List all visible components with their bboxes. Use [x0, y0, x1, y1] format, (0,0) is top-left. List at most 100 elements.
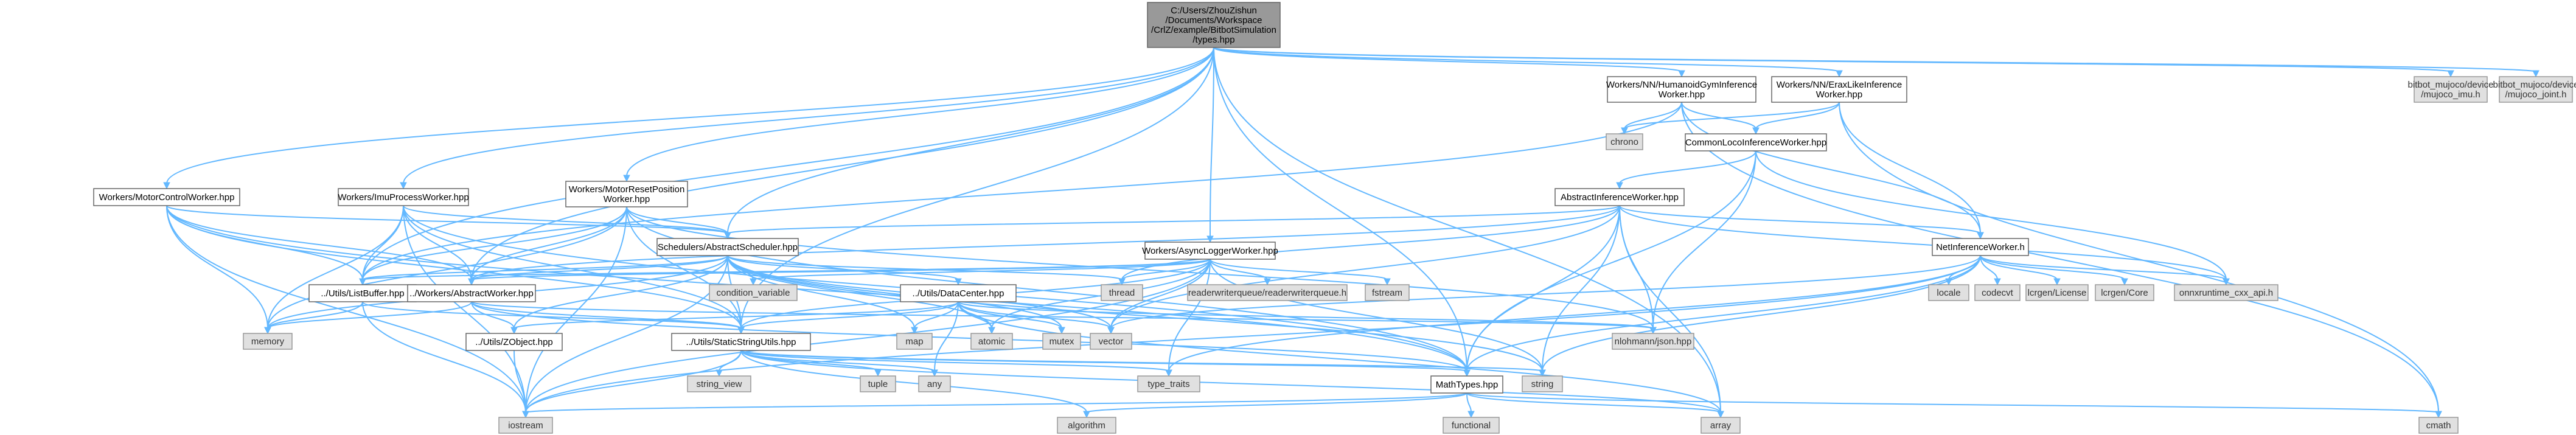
node-label-codecvt-0: codecvt: [1982, 288, 2014, 298]
node-label-math-types-0: MathTypes.hpp: [1436, 380, 1499, 390]
edge-nn_inference-to-string: [1542, 255, 1981, 372]
arrowhead-common_loco-to-abstract_inference: [1616, 182, 1623, 190]
node-label-async-logger-0: Workers/AsyncLoggerWorker.hpp: [1142, 246, 1278, 256]
arrowhead-types_hpp-to-imu_process: [400, 182, 407, 190]
node-lcrgen-core: lcrgen/Core: [2095, 284, 2154, 301]
arrowhead-types_hpp-to-motor_control: [163, 182, 170, 190]
edge-common_loco-to-nlohmann: [1652, 150, 1756, 329]
arrowhead-data_center-to-nlohmann: [1649, 327, 1657, 335]
node-box-imu-process: [338, 188, 469, 206]
arrowhead-data_center-to-map: [911, 327, 918, 335]
node-common-loco[interactable]: CommonLocoInferenceWorker.hpp: [1685, 133, 1827, 151]
edge-motor_control-to-iostream: [166, 205, 526, 413]
edge-data_center-to-vector: [958, 301, 1112, 329]
edge-erax_like-to-chrono: [1624, 102, 1840, 130]
edge-common_loco-to-onnxruntime: [1755, 150, 2227, 280]
node-label-mujoco-imu-1: /mujoco_imu.h: [2421, 89, 2480, 100]
node-label-static-string-0: ../Utils/StaticStringUtils.hpp: [686, 337, 796, 347]
edge-abstract_worker-to-static_string: [471, 301, 742, 329]
node-label-condition-variable-0: condition_variable: [717, 288, 790, 298]
node-static-string[interactable]: ../Utils/StaticStringUtils.hpp: [671, 333, 811, 351]
node-math-types[interactable]: MathTypes.hpp: [1430, 375, 1503, 394]
node-box-string: [1522, 375, 1563, 392]
edge-abstract_inference-to-array: [1619, 205, 1721, 413]
edge-abstract_scheduler-to-list_buffer: [362, 255, 728, 280]
node-box-chrono: [1606, 133, 1643, 150]
arrowhead-abstract_inference-to-abstract_scheduler: [724, 232, 731, 240]
arrowhead-static_string-to-string_view: [715, 369, 723, 377]
edge-erax_like-to-common_loco: [1755, 102, 1840, 130]
node-box-common-loco: [1685, 133, 1827, 151]
node-abstract-worker[interactable]: ../Workers/AbstractWorker.hpp: [407, 284, 536, 302]
edge-nn_inference-to-onnxruntime: [1980, 255, 2227, 280]
node-label-types-hpp-0: C:/Users/ZhouZishun: [1171, 5, 1257, 16]
node-box-readerwriterqueue: [1187, 284, 1348, 301]
edge-motor_reset-to-abstract_worker: [471, 206, 627, 280]
node-data-center[interactable]: ../Utils/DataCenter.hpp: [900, 284, 1017, 302]
edge-humanoid_gym-to-list_buffer: [362, 102, 1682, 280]
arrowhead-types_hpp-to-humanoid_gym: [1678, 70, 1685, 78]
edge-types_hpp-to-humanoid_gym: [1213, 47, 1682, 72]
arrowhead-nn_inference-to-lcrgen_license: [2053, 278, 2061, 286]
node-label-abstract-scheduler-0: Schedulers/AbstractScheduler.hpp: [658, 242, 798, 252]
edge-list_buffer-to-memory: [267, 301, 363, 329]
edge-imu_process-to-abstract_worker: [403, 205, 472, 280]
node-box-tuple: [860, 375, 896, 392]
nodes-layer: C:/Users/ZhouZishun/Documents/Workspace /…: [93, 2, 2576, 434]
node-label-cmath-0: cmath: [2426, 420, 2451, 431]
node-list-buffer[interactable]: ../Utils/ListBuffer.hpp: [308, 284, 417, 302]
node-box-erax-like: [1771, 76, 1907, 103]
node-label-string-view-0: string_view: [696, 379, 742, 389]
node-label-nn-inference-0: NetInferenceWorker.h: [1936, 242, 2025, 252]
node-label-types-hpp-1: /Documents/Workspace: [1166, 15, 1262, 26]
node-motor-control[interactable]: Workers/MotorControlWorker.hpp: [93, 188, 240, 206]
node-box-humanoid-gym: [1607, 76, 1756, 103]
arrowhead-erax_like-to-chrono: [1621, 127, 1628, 135]
node-label-any-0: any: [927, 379, 942, 389]
node-tuple: tuple: [860, 375, 896, 392]
edge-types_hpp-to-motor_reset: [626, 47, 1214, 177]
node-types-hpp[interactable]: C:/Users/ZhouZishun/Documents/Workspace/…: [1147, 2, 1281, 48]
node-imu-process[interactable]: Workers/ImuProcessWorker.hpp: [338, 188, 469, 206]
node-box-mujoco-joint: [2499, 76, 2573, 103]
arrowhead-types_hpp-to-motor_reset: [623, 175, 630, 183]
node-box-vector: [1090, 333, 1132, 350]
edge-data_center-to-array: [958, 301, 1721, 413]
node-lcrgen-license: lcrgen/License: [2025, 284, 2089, 301]
arrowhead-nn_inference-to-codecvt: [1994, 278, 2001, 286]
edge-abstract_inference-to-thread: [1121, 205, 1620, 280]
node-humanoid-gym[interactable]: Workers/NN/HumanoidGymInferenceWorker.hp…: [1606, 76, 1757, 103]
edge-abstract_inference-to-vector: [1110, 205, 1620, 329]
edge-common_loco-to-abstract_inference: [1619, 150, 1756, 184]
node-label-onnxruntime-0: onnxruntime_cxx_api.h: [2179, 288, 2273, 298]
node-type-traits: type_traits: [1137, 375, 1200, 392]
node-condition-variable: condition_variable: [709, 284, 798, 301]
node-zobject[interactable]: ../Utils/ZObject.hpp: [465, 333, 563, 351]
node-label-array-0: array: [1710, 420, 1732, 431]
node-mujoco-joint: bitbot_mujoco/device/mujoco_joint.h: [2493, 76, 2576, 103]
node-box-fstream: [1365, 284, 1410, 301]
node-abstract-inference[interactable]: AbstractInferenceWorker.hpp: [1554, 188, 1685, 206]
node-async-logger[interactable]: Workers/AsyncLoggerWorker.hpp: [1142, 242, 1278, 260]
node-box-array: [1701, 417, 1741, 434]
edge-static_string-to-any: [740, 350, 935, 372]
node-box-any: [918, 375, 951, 392]
edge-data_center-to-mutex: [958, 301, 1062, 329]
arrowhead-async_logger-to-fstream: [1384, 278, 1391, 286]
arrowhead-data_center-to-zobject: [510, 327, 518, 335]
node-label-humanoid-gym-0: Workers/NN/HumanoidGymInference: [1606, 80, 1757, 90]
edge-async_logger-to-list_buffer: [362, 259, 1211, 280]
edge-motor_control-to-abstract_scheduler: [166, 205, 728, 234]
edge-imu_process-to-memory: [267, 205, 404, 329]
node-iostream: iostream: [498, 417, 553, 434]
node-string: string: [1522, 375, 1563, 392]
edge-zobject-to-iostream: [513, 350, 526, 413]
node-box-type-traits: [1137, 375, 1200, 392]
edge-types_hpp-to-async_logger: [1210, 47, 1214, 238]
node-box-zobject: [465, 333, 563, 351]
node-nn-inference[interactable]: NetInferenceWorker.h: [1932, 238, 2029, 256]
node-abstract-scheduler[interactable]: Schedulers/AbstractScheduler.hpp: [656, 238, 799, 256]
node-box-map: [896, 333, 933, 350]
